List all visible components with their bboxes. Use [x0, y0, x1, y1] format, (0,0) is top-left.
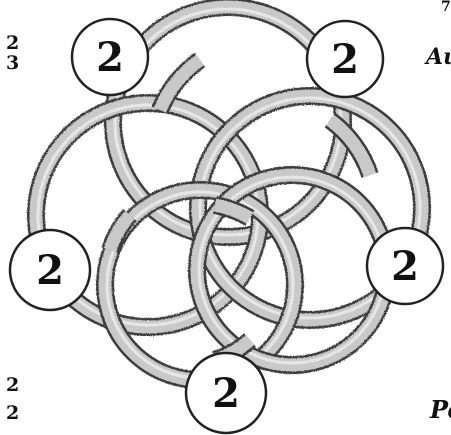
number-badge-top-right: 2: [307, 21, 383, 97]
badge-value: 2: [331, 36, 359, 83]
number-badge-right: 2: [367, 228, 443, 304]
badge-value: 2: [36, 247, 64, 294]
number-badge-bottom: 2: [186, 353, 266, 433]
badge-value: 2: [391, 243, 419, 290]
number-badge-left: 2: [10, 230, 90, 310]
number-badge-top-left: 2: [72, 19, 148, 95]
badge-value: 2: [212, 370, 240, 417]
badge-value: 2: [96, 34, 124, 81]
